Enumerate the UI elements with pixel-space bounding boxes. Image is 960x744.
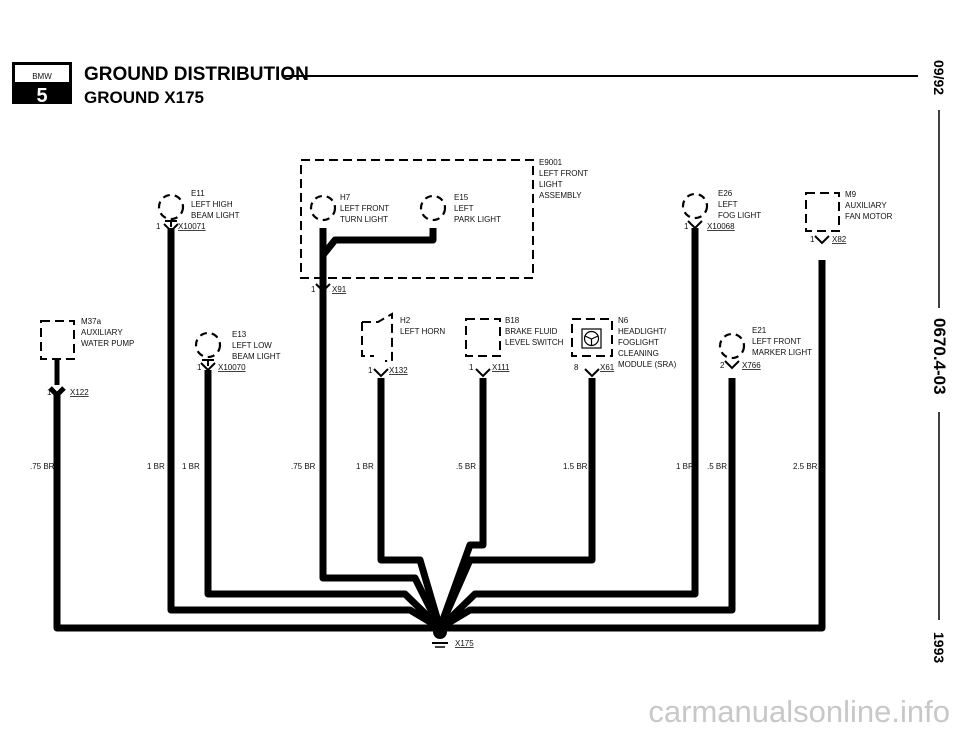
logo-text: BMW: [32, 72, 52, 81]
pin-number: 2: [720, 361, 725, 370]
component-label: LIGHT: [539, 180, 563, 189]
component-h2: H2 LEFT HORN 1 X132: [361, 312, 445, 378]
component-label: LEFT FRONT: [340, 204, 389, 213]
component-label: AUXILIARY: [845, 201, 887, 210]
component-m37a: M37a AUXILIARY WATER PUMP 1 X122: [40, 317, 134, 399]
pin-number: 1: [47, 388, 52, 397]
component-id: H7: [340, 193, 351, 202]
wire-label: 1 BR: [147, 462, 165, 471]
pin-number: 1: [684, 222, 689, 231]
component-label: LEVEL SWITCH: [505, 338, 564, 347]
component-n6: N6 HEADLIGHT/ FOGLIGHT CLEANING MODULE (…: [571, 316, 677, 378]
logo-series: 5: [36, 85, 47, 107]
pin-number: 8: [574, 363, 579, 372]
wire-label: 2.5 BR: [793, 462, 818, 471]
pin-number: 1: [368, 366, 373, 375]
wire-label: 1 BR: [182, 462, 200, 471]
side-date: 09/92: [931, 60, 947, 95]
component-label: LEFT: [718, 200, 738, 209]
connector-label: X766: [742, 361, 761, 370]
component-label: LEFT HORN: [400, 327, 445, 336]
watermark: carmanualsonline.info: [648, 694, 950, 729]
component-label: PARK LIGHT: [454, 215, 501, 224]
ground-symbol-x175: X175: [432, 625, 474, 648]
side-info: 09/92 0670.4-03 1993: [930, 60, 949, 663]
wire-label: 1.5 BR: [563, 462, 588, 471]
component-id: E26: [718, 189, 733, 198]
side-year: 1993: [931, 632, 947, 663]
component-id: E21: [752, 326, 767, 335]
component-label: WATER PUMP: [81, 339, 134, 348]
component-e9001: H7 LEFT FRONT TURN LIGHT E15 LEFT PARK L…: [300, 158, 588, 294]
component-label: BEAM LIGHT: [191, 211, 240, 220]
component-m9: M9 AUXILIARY FAN MOTOR 1 X82: [805, 190, 893, 245]
connector-label: X82: [832, 235, 847, 244]
page-subtitle: GROUND X175: [84, 88, 204, 107]
component-id: E13: [232, 330, 247, 339]
component-label: LEFT: [454, 204, 474, 213]
component-id: N6: [618, 316, 629, 325]
wire-label: .5 BR: [456, 462, 476, 471]
component-label: LEFT FRONT: [752, 337, 801, 346]
wire-label: 1 BR: [676, 462, 694, 471]
connector-label: X10068: [707, 222, 735, 231]
connector-label: X111: [492, 363, 510, 372]
pin-number: 1: [469, 363, 474, 372]
component-label: LEFT FRONT: [539, 169, 588, 178]
pin-number: 1: [311, 285, 316, 294]
wire-labels: .75 BR 1 BR 1 BR .75 BR 1 BR .5 BR 1.5 B…: [30, 462, 818, 471]
component-e13: E13 LEFT LOW BEAM LIGHT 1 X10070: [194, 330, 281, 372]
component-id: M9: [845, 190, 857, 199]
ground-connector-label: X175: [455, 639, 474, 648]
component-id: B18: [505, 316, 520, 325]
component-label: BEAM LIGHT: [232, 352, 281, 361]
component-e26: E26 LEFT FOG LIGHT 1 X10068: [681, 189, 761, 231]
wire-label: .5 BR: [707, 462, 727, 471]
component-id: H2: [400, 316, 411, 325]
connector-label: X132: [389, 366, 408, 375]
component-e11: E11 LEFT HIGH BEAM LIGHT 1 X10071: [156, 189, 240, 233]
wire-label: 1 BR: [356, 462, 374, 471]
component-label: FOGLIGHT: [618, 338, 659, 347]
component-label: FAN MOTOR: [845, 212, 893, 221]
pin-number: 1: [156, 222, 161, 231]
connector-label: X122: [70, 388, 89, 397]
side-code: 0670.4-03: [930, 318, 949, 395]
wires: [53, 228, 826, 632]
component-label: HEADLIGHT/: [618, 327, 667, 336]
bmw-logo: BMW 5: [12, 62, 72, 107]
component-label: CLEANING: [618, 349, 659, 358]
page-title: GROUND DISTRIBUTION: [84, 64, 309, 85]
connector-label: X10070: [218, 363, 246, 372]
component-id: E15: [454, 193, 469, 202]
component-label: LEFT LOW: [232, 341, 272, 350]
pin-number: 1: [810, 235, 815, 244]
component-label: MARKER LIGHT: [752, 348, 812, 357]
component-label: ASSEMBLY: [539, 191, 582, 200]
component-id: E9001: [539, 158, 563, 167]
component-e21: E21 LEFT FRONT MARKER LIGHT 2 X766: [718, 326, 812, 370]
component-label: AUXILIARY: [81, 328, 123, 337]
pin-number: 1: [197, 363, 202, 372]
connector-label: X61: [600, 363, 615, 372]
wire-label: .75 BR: [291, 462, 316, 471]
steering-wheel-icon: [581, 328, 602, 349]
component-b18: B18 BRAKE FLUID LEVEL SWITCH 1 X111: [465, 316, 564, 378]
component-id: E11: [191, 189, 205, 198]
component-label: TURN LIGHT: [340, 215, 388, 224]
component-label: LEFT HIGH: [191, 200, 233, 209]
component-label: BRAKE FLUID: [505, 327, 558, 336]
component-label: FOG LIGHT: [718, 211, 761, 220]
connector-label: X10071: [178, 222, 206, 231]
wire-label: .75 BR: [30, 462, 55, 471]
connector-label: X91: [332, 285, 347, 294]
component-id: M37a: [81, 317, 102, 326]
component-label: MODULE (SRA): [618, 360, 677, 369]
